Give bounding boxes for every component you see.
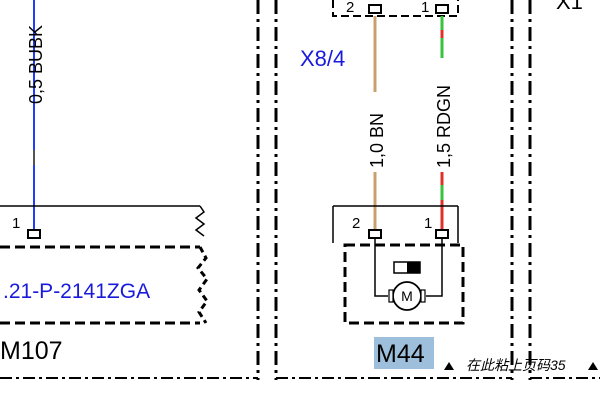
m44-internal-wire-left [374,238,388,297]
x84-connector-outline [332,0,459,17]
m107-label: M107 [0,337,63,365]
top-right-partial-label: X1 [556,0,583,14]
m44-pin-left-socket [368,229,382,239]
m107-break-zigzag [194,205,206,237]
m44-internal-wire-right [426,238,443,297]
x84-pin-right-socket [435,4,449,14]
rdgn-wire-label: 1,5 RDGN [434,85,454,168]
triangle-icon-left [444,362,454,370]
switch-fill [407,262,420,273]
m44-pin-right-label: 1 [424,215,432,232]
page-note-text: 在此粘上页码35 [466,357,566,373]
left-wire-label: 0,5 BUBK [26,25,46,104]
motor-symbol-label: M [401,288,413,304]
m107-pin-socket [27,229,41,239]
m44-pin-right-socket [435,229,449,239]
m44-component: 2 1 M M44 [332,205,465,369]
m107-component: 1 .21-P-2141ZGA M107 [0,205,209,365]
brown-wire-label: 1,0 BN [367,113,387,168]
x84-pin-left-label: 2 [346,0,354,16]
motor-brush-right [420,289,426,303]
part-number-label: .21-P-2141ZGA [3,280,150,303]
m107-dashed-zigzag [196,246,209,324]
page-number-note: 在此粘上页码35 [444,357,598,373]
m107-pin-label: 1 [12,215,20,232]
m44-dashed-box [343,243,465,325]
m44-label-highlight [374,337,434,369]
x84-pin-left-socket [368,4,382,14]
m44-label: M44 [376,340,425,368]
wires [33,0,444,230]
x84-connector: 2 1 [332,0,459,17]
motor-brush-left [388,289,394,303]
m44-pin-left-label: 2 [352,215,360,232]
x84-pin-right-label: 1 [421,0,429,16]
triangle-icon-right [588,362,598,370]
boundary-lines [256,0,532,380]
x84-connector-label: X8/4 [300,46,345,71]
